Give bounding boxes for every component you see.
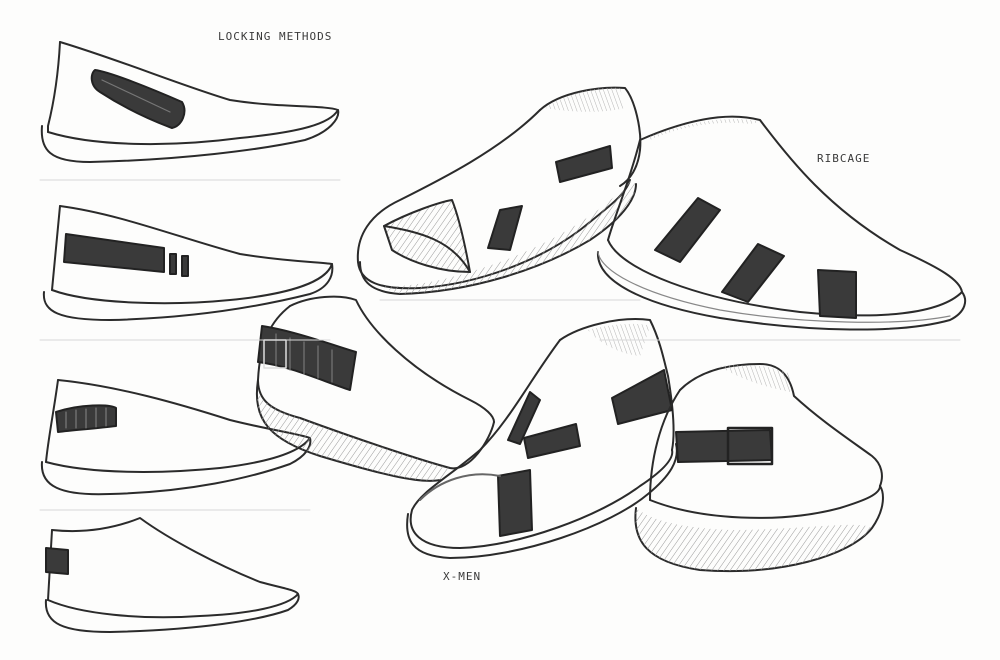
open-sandal-front [356,86,642,295]
locking-method-wrap-strap [40,41,340,163]
construction-lines [39,179,961,511]
ribcage-label: RIBCAGE [817,152,871,165]
x-men-label: X-MEN [443,570,482,583]
heel-strap-shoe [255,295,495,482]
ribcage-shoe [596,115,967,331]
rear-strap-shoe [634,363,884,573]
locking-methods-label: LOCKING METHODS [218,30,333,43]
locking-method-heel-band [40,379,312,496]
locking-method-heel-tab [44,517,300,633]
locking-method-side-strap [42,205,334,321]
x-men-shoe [406,318,678,559]
